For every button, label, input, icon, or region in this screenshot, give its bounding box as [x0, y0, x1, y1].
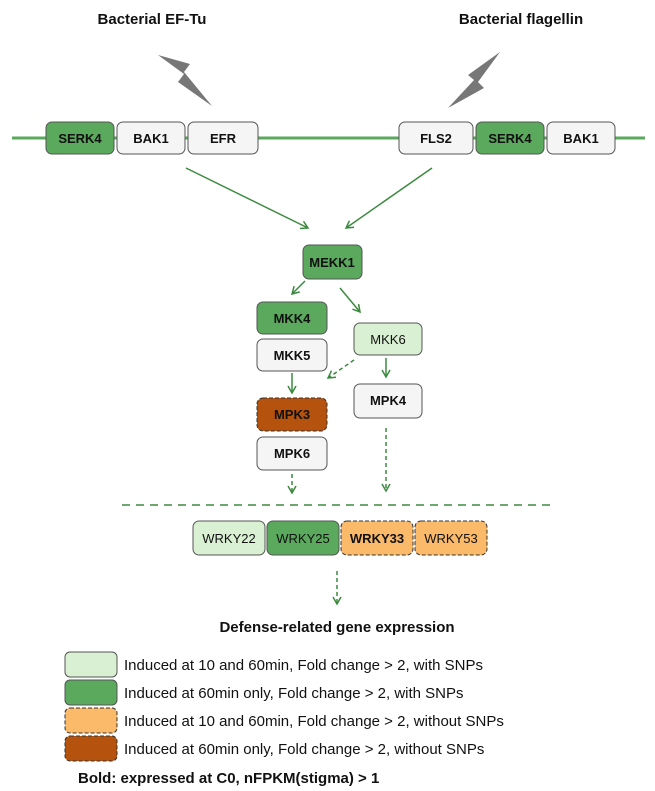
legend-swatch-light-orange [64, 707, 118, 734]
legend-swatch-dark-green [64, 679, 118, 706]
node-bak1-left: BAK1 [133, 131, 168, 146]
node-wrky25: WRKY25 [276, 531, 329, 546]
legend-label-4: Induced at 60min only, Fold change > 2, … [124, 741, 484, 758]
node-mpk4-box [353, 383, 423, 419]
node-mpk6-box [256, 436, 328, 471]
node-serk4-left: SERK4 [58, 131, 102, 146]
node-mekk1-box [302, 244, 363, 280]
node-serk4-right: SERK4 [488, 131, 532, 146]
node-mkk6: MKK6 [370, 332, 405, 347]
legend-label-2: Induced at 60min only, Fold change > 2, … [124, 685, 464, 702]
node-mkk5: MKK5 [274, 348, 311, 363]
node-mpk3: MPK3 [274, 407, 310, 422]
legend-label-3: Induced at 10 and 60min, Fold change > 2… [124, 713, 504, 730]
legend-label-1: Induced at 10 and 60min, Fold change > 2… [124, 657, 483, 674]
arrow-mekk1-to-mkk6 [339, 287, 361, 314]
node-wrky53: WRKY53 [424, 531, 477, 546]
lightning-bolt-icon [158, 55, 212, 106]
stimulus-flagellin-label: Bacterial flagellin [459, 11, 583, 28]
node-wrky22: WRKY22 [202, 531, 255, 546]
footnote-bold-meaning: Bold: expressed at C0, nFPKM(stigma) > 1 [78, 770, 379, 787]
node-fls2: FLS2 [420, 131, 452, 146]
wrky-group: WRKY22 WRKY25 WRKY33 WRKY53 [192, 520, 488, 556]
arrow-efr-to-mekk1 [185, 167, 310, 230]
defense-gene-expression-label: Defense-related gene expression [219, 619, 454, 636]
node-efr: EFR [210, 131, 237, 146]
receptor-complex-left: SERK4 BAK1 EFR [45, 121, 259, 155]
node-mkk4-box [256, 301, 328, 335]
arrow-mekk1-to-mkk4 [290, 280, 306, 296]
node-mpk4: MPK4 [370, 393, 407, 408]
legend: Induced at 10 and 60min, Fold change > 2… [64, 651, 504, 762]
node-mkk6-box [353, 322, 423, 356]
receptor-complex-right: FLS2 SERK4 BAK1 [398, 121, 616, 155]
legend-swatch-light-green [64, 651, 118, 678]
node-mpk6: MPK6 [274, 446, 310, 461]
stimulus-ef-tu-label: Bacterial EF-Tu [98, 11, 207, 28]
arrow-fls2-to-mekk1 [344, 167, 433, 229]
arrow-mkk6-to-mpk3 [326, 359, 355, 379]
node-mkk5-box [256, 338, 328, 372]
lightning-bolt-icon [448, 52, 500, 108]
legend-swatch-dark-orange [64, 735, 118, 762]
node-mpk3-box [256, 397, 328, 432]
node-mkk4: MKK4 [274, 311, 312, 326]
node-bak1-right: BAK1 [563, 131, 598, 146]
node-mekk1: MEKK1 [309, 255, 355, 270]
node-wrky33: WRKY33 [350, 531, 404, 546]
